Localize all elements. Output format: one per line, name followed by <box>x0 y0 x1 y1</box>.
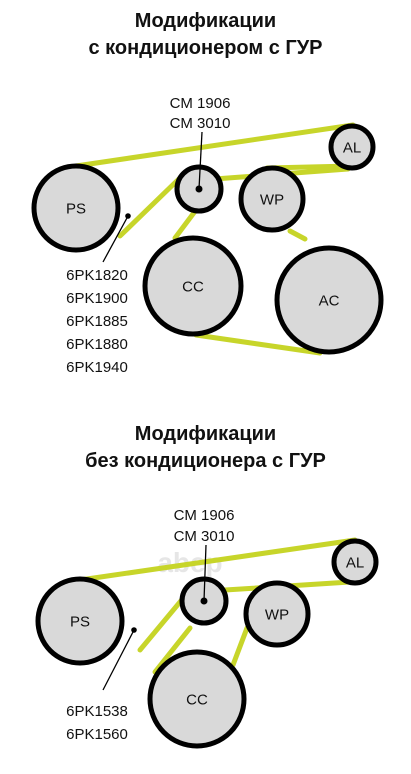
section1-title-line2: с кондиционером с ГУР <box>88 37 323 59</box>
section1-pulley-ps: PS <box>31 163 121 253</box>
pulley-label-cc: CC <box>182 279 204 296</box>
section1-pulley-ac: AC <box>274 245 384 355</box>
pulley-label-ps: PS <box>66 201 86 218</box>
section1-top-code-1: CM 1906 <box>170 95 231 112</box>
pulley-label-ac: AC <box>319 293 340 310</box>
pulley-label-al: AL <box>343 140 361 157</box>
section2-title-line1: Модификации <box>134 423 277 445</box>
section2-pulley-cc: CC <box>147 649 247 749</box>
section2-title: Модификации без кондиционера с ГУР <box>0 421 411 475</box>
section2-belt-code-2: 6PK1560 <box>66 726 128 743</box>
section1-top-code-2: CM 3010 <box>170 115 231 132</box>
section1-belt-code-leader <box>102 215 129 263</box>
pulley-label-cc: CC <box>186 692 208 709</box>
section2-pulley-al: AL <box>331 538 379 586</box>
pulley-label-wp: WP <box>265 607 289 624</box>
section1-belt-code-1: 6PK1820 <box>66 267 128 284</box>
section2-belt-code-leader <box>102 629 135 691</box>
section1-belt-code-3: 6PK1885 <box>66 313 128 330</box>
section2-top-code-2: CM 3010 <box>174 528 235 545</box>
section1-belt-code-4: 6PK1880 <box>66 336 128 353</box>
section1-title: Модификации с кондиционером с ГУР <box>0 8 411 62</box>
section1-top-code-leader <box>198 131 203 190</box>
section1-belt-code-2: 6PK1900 <box>66 290 128 307</box>
section2-title-line2: без кондиционера с ГУР <box>85 450 326 472</box>
section2-belt-code-1: 6PK1538 <box>66 703 128 720</box>
section1-pulley-wp: WP <box>238 165 306 233</box>
section1-belt-code-5: 6PK1940 <box>66 359 128 376</box>
section2-pulley-ps: PS <box>35 576 125 666</box>
section2-top-code-1: CM 1906 <box>174 507 235 524</box>
section2-top-code-leader <box>203 544 207 602</box>
section1-pulley-al: AL <box>328 123 376 171</box>
section1-title-line1: Модификации <box>134 10 277 32</box>
pulley-label-al: AL <box>346 555 364 572</box>
section2-pulley-wp: WP <box>243 580 311 648</box>
pulley-label-ps: PS <box>70 614 90 631</box>
section1-pulley-cc: CC <box>142 235 244 337</box>
pulley-label-wp: WP <box>260 192 284 209</box>
